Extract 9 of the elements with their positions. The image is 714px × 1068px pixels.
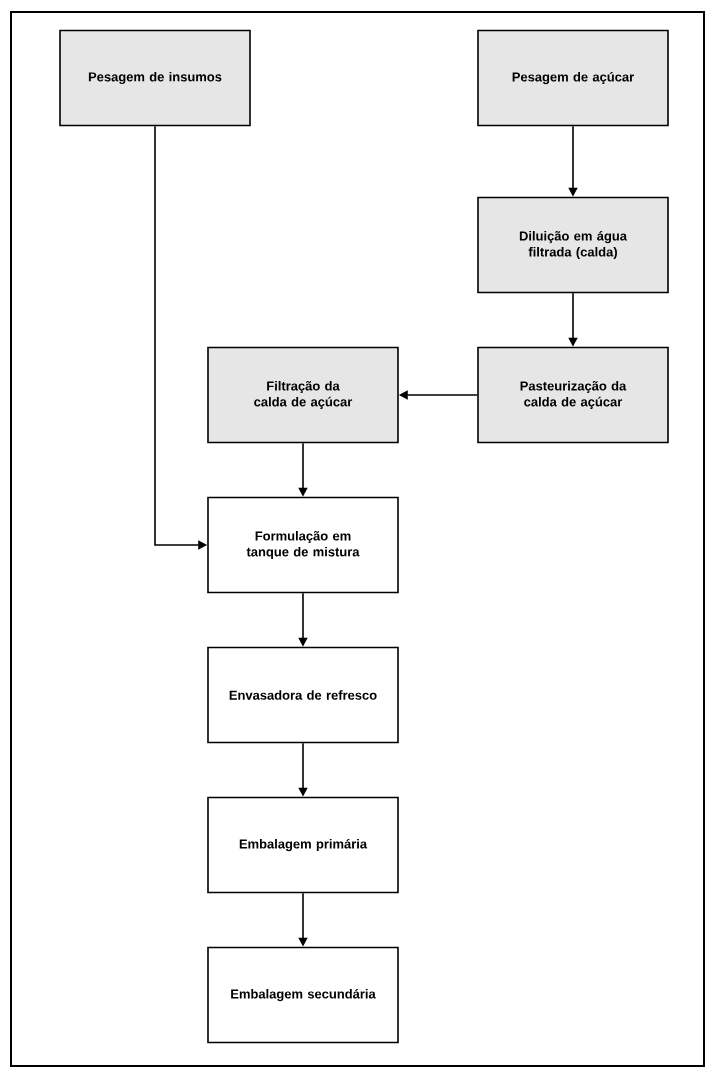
process-box: Filtração da calda de açúcar [207, 346, 399, 444]
process-box: Envasadora de refresco [207, 646, 399, 744]
process-box: Embalagem primária [207, 796, 399, 894]
process-box: Pesagem de açúcar [477, 29, 669, 127]
process-box: Pesagem de insumos [59, 29, 251, 127]
process-box: Diluição em água filtrada (calda) [477, 196, 669, 294]
process-box: Formulação em tanque de mistura [207, 496, 399, 594]
process-box: Embalagem secundária [207, 946, 399, 1044]
process-box: Pasteurização da calda de açúcar [477, 346, 669, 444]
